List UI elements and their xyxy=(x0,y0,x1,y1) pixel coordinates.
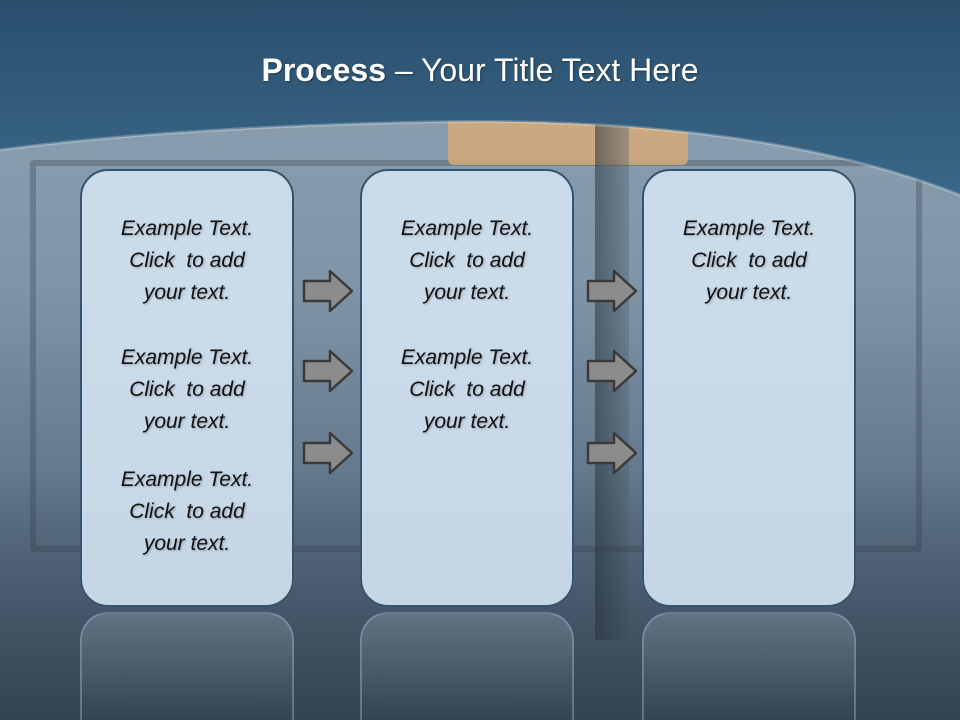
process-panel-2[interactable]: Example Text. Click to add your text. Ex… xyxy=(360,169,574,607)
text-block[interactable]: Example Text. Click to add your text. xyxy=(82,342,292,438)
right-arrow-icon xyxy=(302,349,354,393)
process-panel-3[interactable]: Example Text. Click to add your text. xyxy=(642,169,856,607)
text-line: your text. xyxy=(143,410,231,433)
process-panel-1[interactable]: Example Text. Click to add your text. Ex… xyxy=(80,169,294,607)
title-bold: Process xyxy=(261,52,387,88)
text-line: your text. xyxy=(423,410,511,433)
header-band xyxy=(0,0,960,197)
text-block[interactable]: Example Text. Click to add your text. xyxy=(362,213,572,309)
text-line: your text. xyxy=(143,532,231,555)
panel-reflection xyxy=(642,612,856,720)
text-line: Example Text. xyxy=(120,217,254,240)
text-line: Example Text. xyxy=(400,217,534,240)
text-line: your text. xyxy=(705,281,793,304)
text-line: your text. xyxy=(143,281,231,304)
right-arrow-icon xyxy=(586,431,638,475)
text-block[interactable]: Example Text. Click to add your text. xyxy=(82,464,292,560)
panel-reflection xyxy=(80,612,294,720)
text-line: Click to add xyxy=(409,378,525,401)
right-arrow-icon xyxy=(586,269,638,313)
text-block[interactable]: Example Text. Click to add your text. xyxy=(82,213,292,309)
text-line: Click to add xyxy=(409,249,525,272)
slide-title[interactable]: Process – Your Title Text Here xyxy=(0,52,960,89)
title-rest: – Your Title Text Here xyxy=(394,52,699,88)
text-line: Example Text. xyxy=(120,468,254,491)
text-line: Example Text. xyxy=(120,346,254,369)
right-arrow-icon xyxy=(586,349,638,393)
text-line: Example Text. xyxy=(682,217,816,240)
right-arrow-icon xyxy=(302,431,354,475)
text-line: Click to add xyxy=(129,378,245,401)
text-line: Click to add xyxy=(129,249,245,272)
text-line: your text. xyxy=(423,281,511,304)
right-arrow-icon xyxy=(302,269,354,313)
panel-reflection xyxy=(360,612,574,720)
text-block[interactable]: Example Text. Click to add your text. xyxy=(362,342,572,438)
text-block[interactable]: Example Text. Click to add your text. xyxy=(644,213,854,309)
text-line: Click to add xyxy=(691,249,807,272)
text-line: Click to add xyxy=(129,500,245,523)
text-line: Example Text. xyxy=(400,346,534,369)
